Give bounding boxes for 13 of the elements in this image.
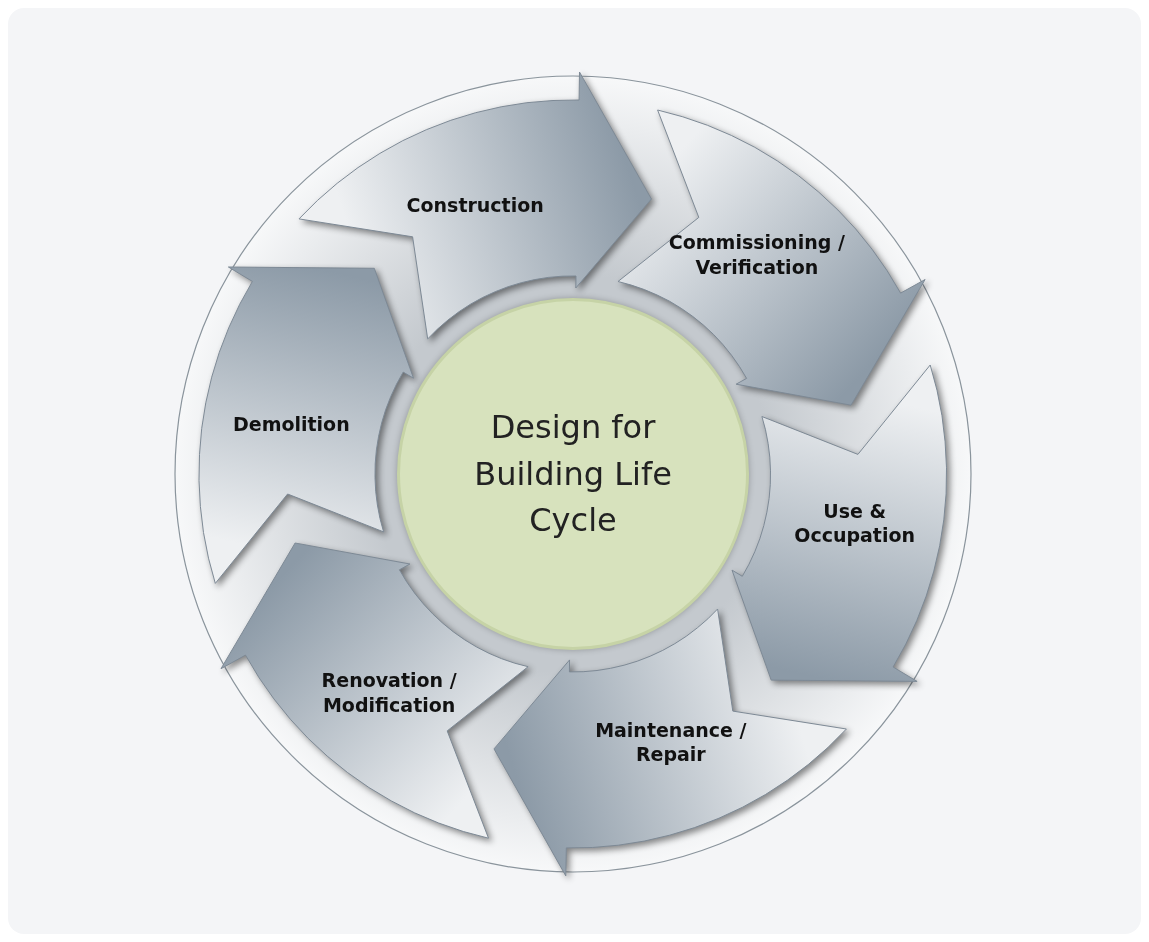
arrow-segment bbox=[732, 364, 947, 682]
segment-label: Construction bbox=[405, 192, 545, 218]
segment-label: Demolition bbox=[231, 412, 351, 437]
segment-label: Commissioning / Verification bbox=[667, 230, 846, 280]
arrow-segment bbox=[299, 72, 652, 339]
arrow-segment bbox=[221, 543, 529, 839]
arrow-segment bbox=[494, 609, 847, 876]
arrow-segment bbox=[617, 109, 925, 405]
segment-label: Maintenance / Repair bbox=[594, 718, 748, 768]
segment-label: Use & Occupation bbox=[793, 498, 917, 549]
segment-label: Renovation / Modification bbox=[320, 668, 458, 718]
center-label: Design for Building Life Cycle bbox=[473, 407, 673, 542]
arrow-segment bbox=[199, 266, 414, 584]
